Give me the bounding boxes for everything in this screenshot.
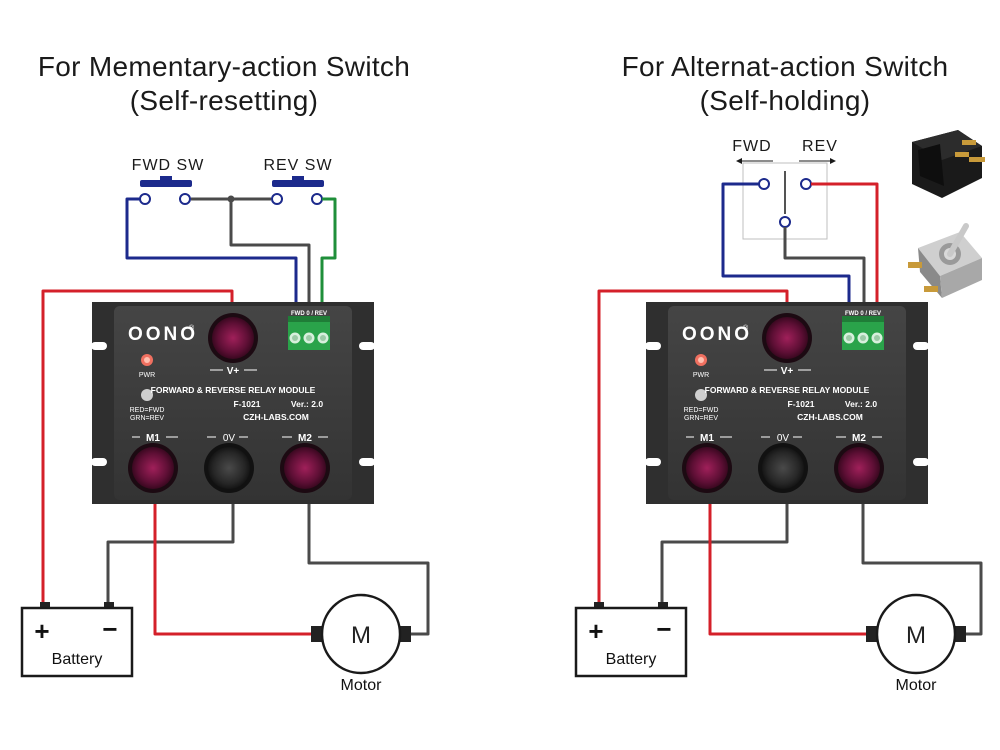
led-legend-1: RED=FWD: [130, 407, 165, 414]
terminal-labels: FWD 0 / REV: [845, 311, 881, 317]
vplus-label: V+: [227, 366, 240, 377]
left-title-line2: (Self-resetting): [130, 85, 318, 116]
rev-pushbutton-switch: [271, 176, 324, 205]
motor-label: Motor: [896, 677, 938, 694]
rev-label: REV: [802, 138, 838, 155]
rev-wire: [320, 197, 337, 318]
module-brand: OONO: [128, 324, 198, 345]
led-legend-1: RED=FWD: [684, 407, 719, 414]
module-version: Ver.: 2.0: [845, 399, 877, 409]
relay-module-left: OONO ® PWR RED=FWD GRN=REV V+ FWD 0 / RE…: [90, 301, 376, 505]
toggle-switch-box: FWD REV: [732, 138, 838, 240]
reg-mark: ®: [743, 324, 749, 332]
led-legend-2: GRN=REV: [684, 415, 718, 422]
vplus-wire: [41, 289, 234, 608]
right-panel: For Alternat-action Switch (Self-holding…: [574, 51, 985, 694]
common-wire-right: [783, 227, 866, 318]
module-model: F-1021: [234, 399, 261, 409]
m1-wire-right: [708, 490, 873, 636]
module-model: F-1021: [788, 399, 815, 409]
battery-left: + − Battery: [20, 600, 134, 678]
rocker-switch-image: [912, 130, 985, 198]
fwd-wire-right: [721, 182, 851, 318]
battery-plus: +: [588, 616, 603, 646]
m2-wire: [307, 490, 430, 636]
right-title-line1: For Alternat-action Switch: [622, 51, 949, 82]
vplus-label: V+: [781, 366, 794, 377]
motor-symbol: M: [906, 622, 926, 649]
motor-left: M Motor: [309, 593, 413, 694]
right-title-line2: (Self-holding): [700, 85, 871, 116]
battery-plus: +: [34, 616, 49, 646]
ground-wire-right: [660, 490, 789, 608]
left-title-line1: For Mementary-action Switch: [38, 51, 410, 82]
battery-label: Battery: [606, 651, 657, 668]
zero-v-label: 0V: [777, 433, 790, 444]
battery-label: Battery: [52, 651, 103, 668]
toggle-switch-image: [908, 223, 982, 298]
m2-wire-right: [861, 490, 983, 636]
m2-label: M2: [298, 433, 312, 444]
module-name: FORWARD & REVERSE RELAY MODULE: [705, 385, 870, 395]
m1-label: M1: [700, 433, 714, 444]
m1-label: M1: [146, 433, 160, 444]
battery-minus: −: [102, 614, 117, 644]
rev-sw-label: REV SW: [263, 157, 332, 174]
left-panel: For Mementary-action Switch (Self-resett…: [20, 51, 430, 694]
pwr-label: PWR: [139, 372, 155, 379]
battery-right: + − Battery: [574, 600, 688, 678]
rev-wire-right: [811, 182, 879, 318]
module-name: FORWARD & REVERSE RELAY MODULE: [151, 385, 316, 395]
led-legend-2: GRN=REV: [130, 415, 164, 422]
module-website: CZH-LABS.COM: [797, 412, 863, 422]
module-brand: OONO: [682, 324, 752, 345]
fwd-sw-label: FWD SW: [132, 157, 205, 174]
m2-label: M2: [852, 433, 866, 444]
module-website: CZH-LABS.COM: [243, 412, 309, 422]
motor-symbol: M: [351, 622, 371, 649]
terminal-labels: FWD 0 / REV: [291, 311, 327, 317]
fwd-label: FWD: [732, 138, 771, 155]
fwd-pushbutton-switch: [139, 176, 192, 205]
battery-minus: −: [656, 614, 671, 644]
vplus-wire-right: [597, 289, 789, 608]
relay-module-right: OONO ® PWR RED=FWD GRN=REV V+ FWD 0 / RE…: [644, 301, 930, 505]
ground-wire: [106, 490, 235, 608]
reg-mark: ®: [189, 324, 195, 332]
pwr-label: PWR: [693, 372, 709, 379]
zero-v-label: 0V: [223, 433, 236, 444]
m1-wire: [153, 490, 318, 636]
module-version: Ver.: 2.0: [291, 399, 323, 409]
fwd-wire: [125, 197, 298, 318]
motor-label: Motor: [341, 677, 383, 694]
motor-right: M Motor: [864, 593, 968, 694]
